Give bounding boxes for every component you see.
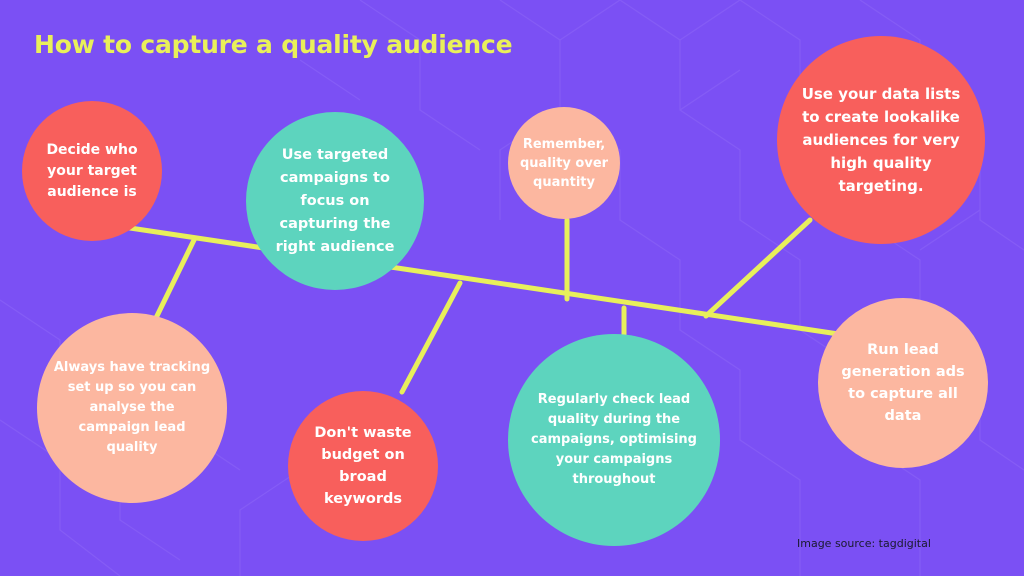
node-targeted-campaigns-text: Use targeted campaigns to focus on captu… xyxy=(275,146,395,255)
node-check-lead-quality: Regularly check lead quality during the … xyxy=(508,334,720,546)
node-check-lead-quality-text: Regularly check lead quality during the … xyxy=(531,392,697,487)
node-targeted-campaigns: Use targeted campaigns to focus on captu… xyxy=(246,112,424,290)
branch-line-budget xyxy=(399,280,463,395)
node-broad-keywords-text: Don't waste budget on broad keywords xyxy=(314,425,412,507)
node-lead-generation-ads: Run lead generation ads to capture all d… xyxy=(818,298,988,468)
branch-line-lookalike xyxy=(703,217,813,319)
node-tracking-text: Always have tracking set up so you can a… xyxy=(53,360,211,455)
node-lead-generation-ads-text: Run lead generation ads to capture all d… xyxy=(841,342,965,424)
node-target-audience-text: Decide who your target audience is xyxy=(46,141,138,200)
node-quality-over-quantity-text: Remember, quality over quantity xyxy=(519,136,609,190)
image-source-credit: Image source: tagdigital xyxy=(797,537,931,550)
page-title: How to capture a quality audience xyxy=(34,30,513,59)
node-broad-keywords: Don't waste budget on broad keywords xyxy=(288,391,438,541)
node-lookalike-audiences-text: Use your data lists to create lookalike … xyxy=(801,84,961,195)
branch-line-tracking xyxy=(152,235,198,323)
main-spine-line xyxy=(127,225,848,338)
node-lookalike-audiences: Use your data lists to create lookalike … xyxy=(777,36,985,244)
node-tracking: Always have tracking set up so you can a… xyxy=(37,313,227,503)
node-target-audience: Decide who your target audience is xyxy=(22,101,162,241)
node-quality-over-quantity: Remember, quality over quantity xyxy=(508,107,620,219)
